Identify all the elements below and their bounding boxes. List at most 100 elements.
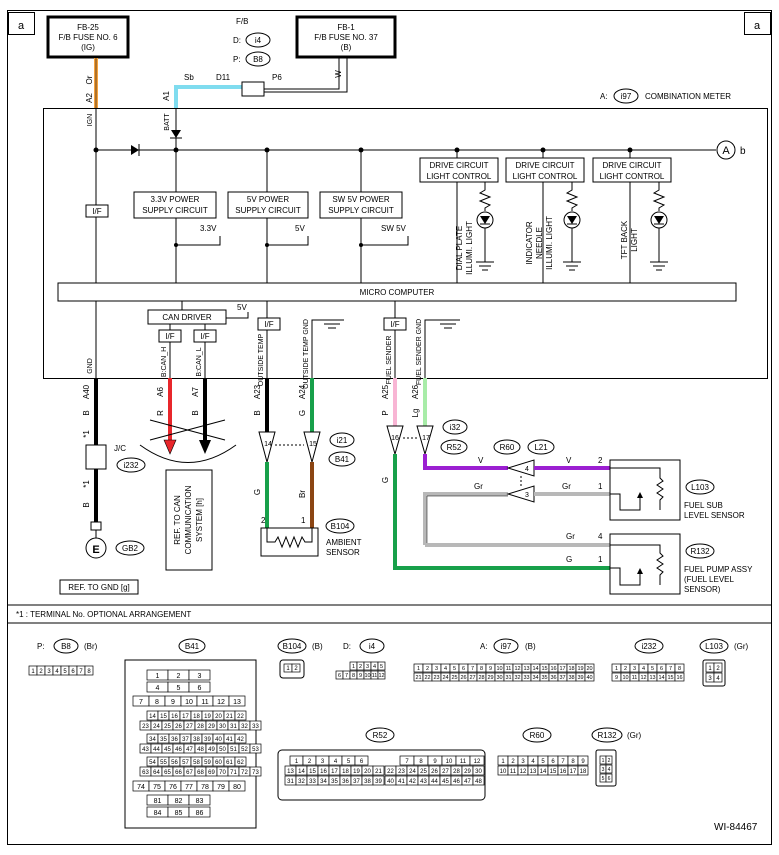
connector-pin-number: 9 [433,759,437,765]
connector-pin-number: 4 [373,664,376,670]
connector-pin-number: 22 [424,675,430,681]
connector-pin-number: 1 [417,666,420,672]
i232-conn-tag-text: i232 [641,642,657,651]
connector-pin-number: 51 [230,747,237,753]
connector-pin-number: 70 [219,770,226,776]
ref-gnd-label: REF. TO GND [g] [68,583,130,592]
canl-pin-label: B:CAN_L [196,347,203,376]
connector-pin-number: 35 [160,737,167,743]
connector-pin-number: 9 [581,759,585,765]
connector-pin-number: 80 [233,784,241,791]
fuel-sub-pin-2: 2 [598,456,603,465]
connector-pin-number: 26 [431,769,438,775]
l21-tag-text: L21 [534,443,548,452]
connector-pin-number: 10 [496,666,502,672]
connector-pin-cell [372,775,385,786]
connector-pin-number: 37 [559,675,565,681]
l103-tag-text: L103 [691,483,709,492]
connector-pin-number: 12 [520,769,527,775]
connector-pin-number: 33 [252,724,259,730]
connector-pin-number: 16 [560,769,567,775]
connector-pin-cell [605,773,613,783]
ign-interface-box [85,204,109,218]
connector-pin-number: 4 [55,669,59,675]
connector-pin-cell [188,794,211,806]
connector-pin-number: 14 [298,769,305,775]
connector-pin-number: 25 [164,724,171,730]
connector-pin-cell [377,670,386,680]
connector-pin-number: 18 [580,769,587,775]
power-5v-l2: SUPPLY CIRCUIT [235,206,301,215]
wire-gr-pump-label: Gr [566,532,575,541]
i97-a-label: A: [480,642,488,651]
connector-pin-number: 10 [364,673,370,679]
connector-pin-number: 28 [197,724,204,730]
r60-conn-tag-text: R60 [530,731,545,740]
ign-interface-label: I/F [92,207,101,216]
combination-meter-box [43,108,768,379]
r132-conn-tag [591,727,623,743]
pin-a1-label: A1 [162,91,171,101]
connector-pin-number: 45 [164,747,171,753]
connector-pin-number: 11 [510,769,517,775]
connection-b-label: b [740,146,746,157]
connector-pin-number: 8 [571,759,575,765]
b8-p-label: P: [37,642,45,651]
wire-gr-right-label: Gr [562,482,571,491]
sensor-pin-2-label: 2 [261,516,266,525]
connector-pin-number: 18 [568,666,574,672]
power-sw5v-l2: SUPPLY CIRCUIT [328,206,394,215]
connector-pin-number: 16 [320,769,327,775]
connector-pin-number: 3 [633,666,636,672]
connector-pin-number: 9 [489,666,492,672]
pump-pin-4: 4 [598,532,603,541]
connector-pin-number: 1 [156,673,160,680]
connector-pin-number: 28 [478,675,484,681]
connector-pin-cell [605,755,613,765]
meter-conn-tag [613,88,639,104]
connector-pin-number: 72 [241,770,248,776]
connector-pin-number: 8 [678,666,681,672]
connector-pin-number: 75 [153,784,161,791]
fuse-fb1-box [295,15,397,59]
connector-pin-number: 7 [139,699,143,706]
connector-pin-number: 7 [405,759,409,765]
i21-tag [329,432,355,448]
connector-pin-number: 48 [475,779,482,785]
connector-pin-number: 8 [419,759,423,765]
connector-pin-number: 35 [541,675,547,681]
pin-14-label: 14 [264,441,272,448]
connector-pin-number: 1 [615,666,618,672]
connector-pin-number: 79 [217,784,225,791]
connector-pin-number: 5 [453,666,456,672]
wire-or-label: Or [85,75,94,84]
connector-pin-number: 47 [464,779,471,785]
connector-pin-cell [605,764,613,774]
connector-pin-number: 62 [237,760,244,766]
wire-g-ambient-label: G [298,410,307,416]
connector-pin-number: 11 [506,666,512,672]
b8-tag-text: B8 [61,642,71,651]
ambient-sensor-resistor [266,528,313,549]
tft-l1: TFT BACK [620,220,629,259]
connector-pin-number: 66 [175,770,182,776]
connector-pin-number: 5 [651,666,654,672]
pin-a7-label: A7 [191,387,200,397]
can-twist-marks [149,419,226,441]
fuel-sub-pin-1: 1 [598,482,603,491]
corner-label-left-text: a [18,20,25,32]
r132-tag [685,543,715,559]
l103-tag [685,479,715,495]
connector-pin-number: 56 [171,760,178,766]
connector-pin-cell [249,743,262,754]
connector-pin-number: 16 [550,666,556,672]
fpa-l2: (FUEL LEVEL [684,575,734,584]
wire-g-fuel [393,454,610,570]
d-label: D: [233,36,241,45]
power-5v-l1: 5V POWER [247,195,289,204]
connector-pin-number: 4 [716,676,720,682]
connector-pin-number: 67 [186,770,193,776]
connector-pin-number: 38 [364,779,371,785]
connector-pin-cell [249,766,262,777]
connector-pin-number: 29 [208,724,215,730]
